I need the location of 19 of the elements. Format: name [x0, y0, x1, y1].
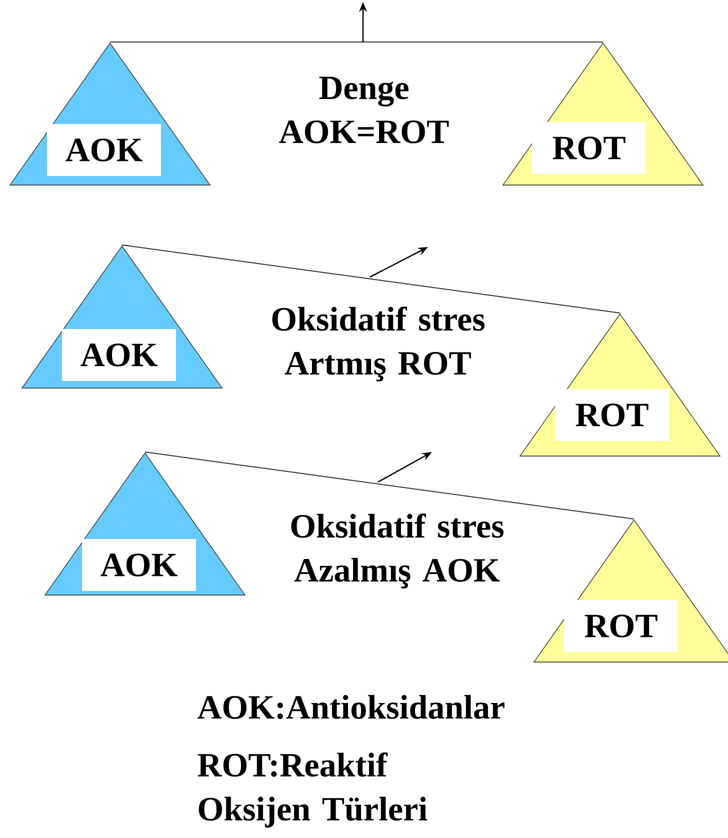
- label-box: ROT: [555, 389, 669, 441]
- balance-beam: [122, 244, 620, 314]
- label-text: ROT:Reaktif Oksijen Türleri: [198, 752, 428, 828]
- label-box: AOK: [82, 539, 196, 591]
- node-label: AOK: [66, 138, 142, 162]
- label-text: AOK:Antioksidanlar: [198, 694, 504, 720]
- node-label: AOK: [80, 344, 158, 366]
- label-text: Oksidatif stres Azalmış AOK: [291, 514, 504, 588]
- label-text: Denge AOK=ROT: [279, 76, 449, 144]
- node-label: ROT: [552, 136, 626, 160]
- label-box: AOK: [47, 124, 161, 176]
- label-text: Oksidatif stres Artmış ROT: [272, 306, 485, 382]
- node-label: ROT: [584, 614, 658, 638]
- node-label: ROT: [576, 404, 648, 426]
- label-box: ROT: [532, 122, 646, 174]
- node-label: AOK: [100, 554, 178, 576]
- label-box: AOK: [62, 329, 176, 381]
- label-box: ROT: [564, 600, 678, 652]
- balance-beam: [144, 452, 634, 520]
